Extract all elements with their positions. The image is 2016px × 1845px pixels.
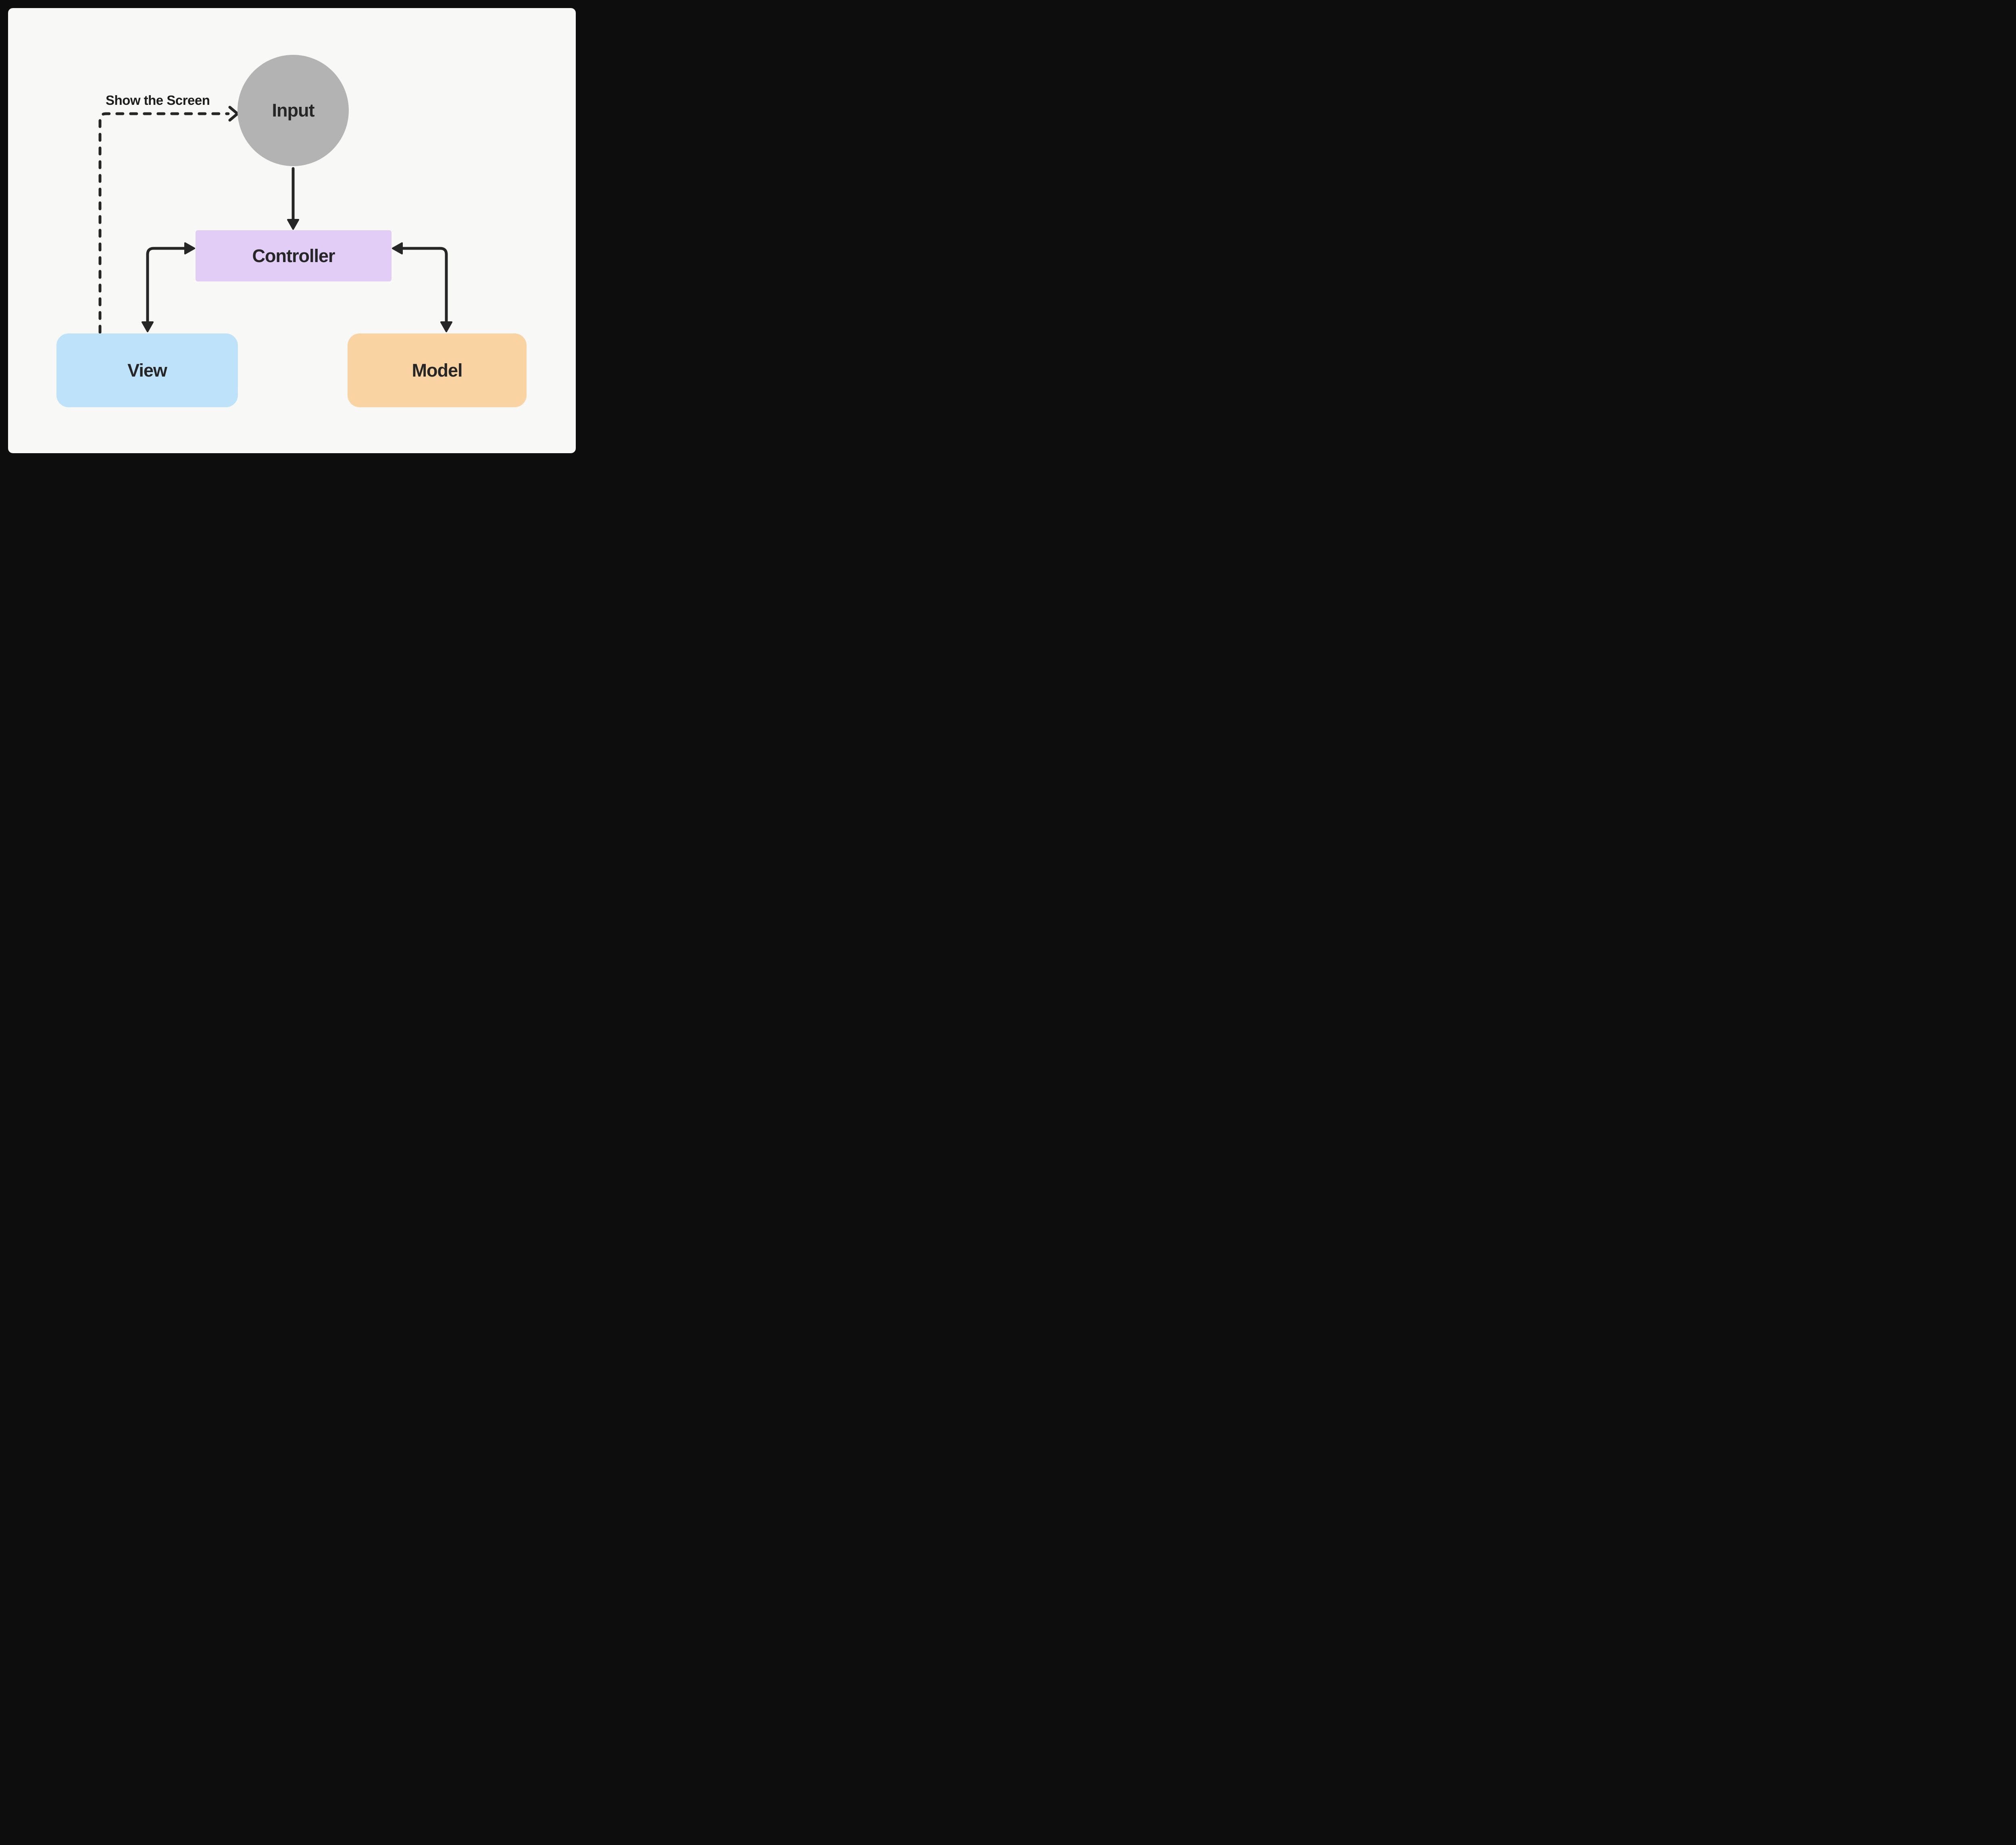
node-controller: Controller [196, 230, 392, 281]
node-model: Model [348, 333, 527, 407]
node-model-label: Model [412, 360, 463, 381]
node-input: Input [237, 55, 349, 166]
node-controller-label: Controller [252, 245, 335, 266]
node-view-label: View [127, 360, 167, 381]
diagram-canvas: Show the Screen Input Controller View Mo… [0, 0, 584, 461]
node-input-label: Input [272, 100, 315, 121]
node-view: View [56, 333, 238, 407]
edge-label-show-the-screen: Show the Screen [106, 93, 210, 108]
